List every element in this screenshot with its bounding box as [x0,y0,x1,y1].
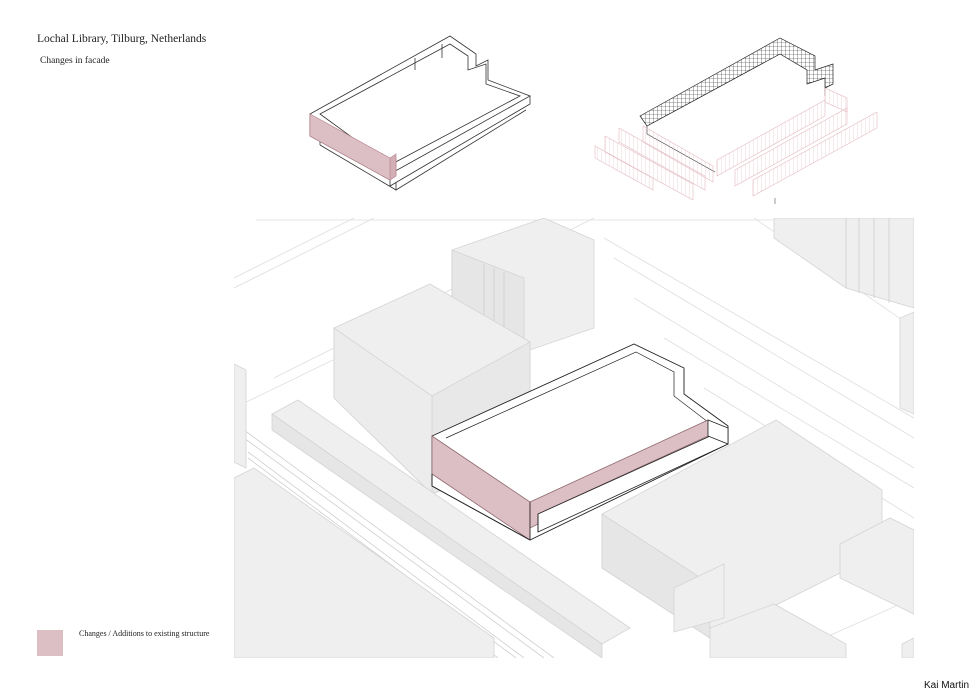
page-subtitle: Changes in facade [40,56,110,66]
axonometric-outline-diagram [309,35,531,191]
facade-panel-left-2 [604,135,694,201]
legend-label: Changes / Additions to existing structur… [79,629,210,638]
facade-panel-right-1 [716,99,826,177]
author-credit: Kai Martin [923,680,969,691]
exploded-facade-grid-diagram [594,37,878,204]
facade-panel-right-3 [752,111,878,197]
context-building-left-edge [234,363,247,469]
roof-outline [309,35,531,175]
context-building-bottom-left [234,467,495,658]
facade-panel-right-2 [734,107,848,187]
library-facade-end [707,419,729,445]
facade-panel-front [642,125,714,183]
context-building-right-edge [899,311,914,415]
facade-panel-side [824,87,848,113]
library-building [431,343,729,541]
legend-swatch [37,630,63,656]
context-building-far-right [773,218,914,309]
page-title: Lochal Library, Tilburg, Netherlands [37,33,207,45]
facade-band-return [389,153,397,181]
site-axonometric [234,218,914,658]
context-building-bottom-right [709,603,847,658]
context-building-corner [839,517,914,615]
context-building-annex [673,563,725,633]
